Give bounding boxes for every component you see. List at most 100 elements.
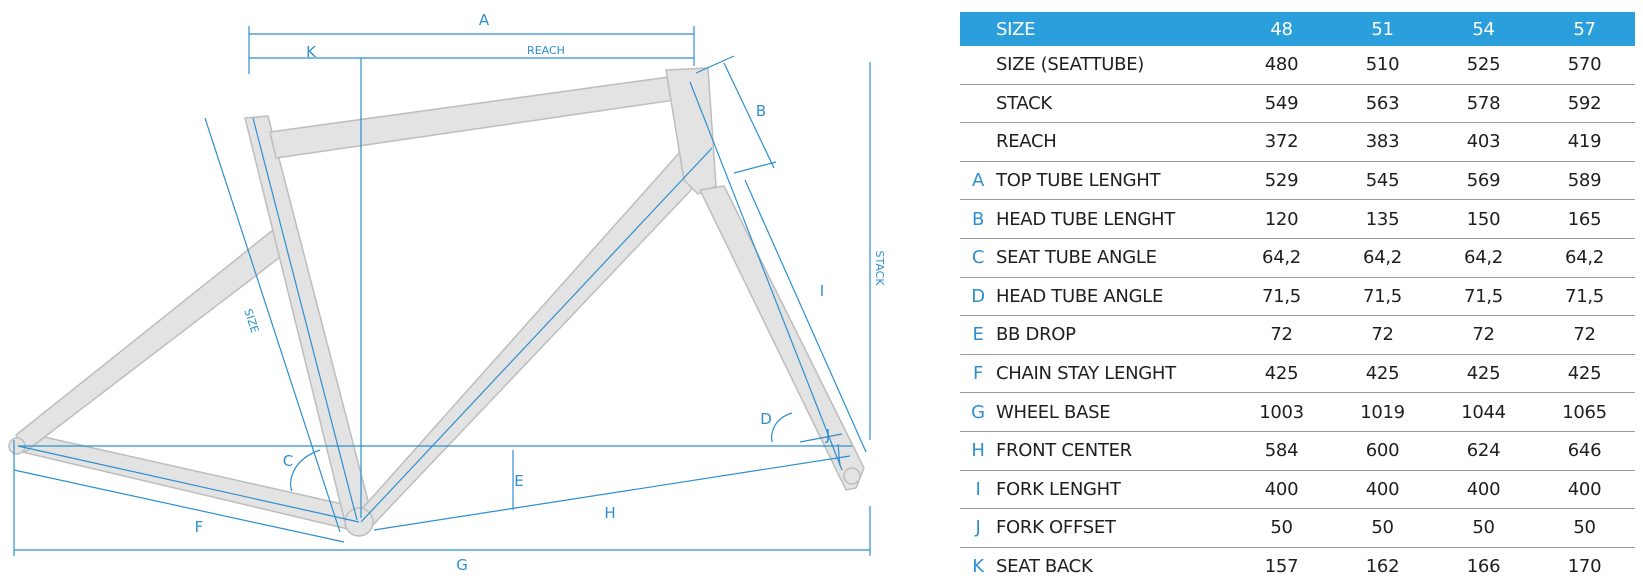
seat-stay xyxy=(15,225,293,453)
row-value-51: 50 xyxy=(1332,508,1433,548)
row-value-48: 157 xyxy=(1264,556,1299,578)
dimension-lines xyxy=(13,26,871,556)
dim-j-tick-b xyxy=(837,443,841,467)
row-letter: K xyxy=(972,556,984,578)
row-name: FRONT CENTER xyxy=(996,431,1231,471)
row-value-51: 563 xyxy=(1332,84,1433,124)
row-letter xyxy=(960,84,996,124)
row-value-57: 425 xyxy=(1534,354,1635,394)
header-size-54: 54 xyxy=(1433,12,1534,46)
row-value-51: 600 xyxy=(1332,431,1433,471)
row-value-48: 71,5 xyxy=(1231,277,1332,317)
row-value-48: 64,2 xyxy=(1231,238,1332,278)
row-letter xyxy=(960,46,996,85)
header-size-label: SIZE xyxy=(996,12,1231,46)
label-a: A xyxy=(479,11,490,29)
row-value-54: 624 xyxy=(1433,431,1534,471)
row-value-51: 72 xyxy=(1332,315,1433,355)
table-header-row: SIZE 48 51 54 57 xyxy=(960,12,1635,46)
row-letter: A xyxy=(960,161,996,201)
row-name: CHAIN STAY LENGHT xyxy=(996,354,1231,394)
row-value-57: 71,5 xyxy=(1534,277,1635,317)
label-d: D xyxy=(760,410,772,428)
row-name: SEAT TUBE ANGLE xyxy=(996,238,1231,278)
header-size-51: 51 xyxy=(1332,12,1433,46)
row-letter: D xyxy=(960,277,996,317)
row-value-54: 425 xyxy=(1433,354,1534,394)
row-value-51: 1019 xyxy=(1332,392,1433,432)
row-value-57: 592 xyxy=(1534,84,1635,124)
row-value-51: 162 xyxy=(1365,556,1400,578)
label-stack: STACK xyxy=(873,250,886,286)
row-name: FORK LENGHT xyxy=(996,470,1231,510)
row-value-48: 584 xyxy=(1231,431,1332,471)
row-name: FORK OFFSET xyxy=(996,508,1231,548)
row-value-54: 525 xyxy=(1433,46,1534,85)
bike-frame xyxy=(8,67,865,537)
row-value-48: 425 xyxy=(1231,354,1332,394)
dim-down-axis xyxy=(360,147,713,523)
label-j: J xyxy=(825,426,830,444)
row-value-57: 64,2 xyxy=(1534,238,1635,278)
label-e: E xyxy=(514,472,523,490)
dim-size xyxy=(204,117,341,533)
row-value-51: 510 xyxy=(1332,46,1433,85)
row-value-57: 400 xyxy=(1534,470,1635,510)
row-value-51: 135 xyxy=(1332,199,1433,239)
label-reach: REACH xyxy=(527,44,565,57)
dim-head-axis xyxy=(689,81,843,471)
row-value-57: 1065 xyxy=(1534,392,1635,432)
row-value-57: 646 xyxy=(1534,431,1635,471)
label-c: C xyxy=(283,452,293,470)
dim-h-front-center xyxy=(373,455,851,531)
label-f: F xyxy=(195,518,204,536)
row-name: SIZE (SEATTUBE) xyxy=(996,46,1231,85)
dim-c-angle-arc xyxy=(290,449,321,492)
row-letter: C xyxy=(960,238,996,278)
row-value-51: 64,2 xyxy=(1332,238,1433,278)
row-value-54: 64,2 xyxy=(1433,238,1534,278)
row-value-51: 425 xyxy=(1332,354,1433,394)
dim-chainstay-axis xyxy=(17,445,360,523)
row-value-54: 150 xyxy=(1433,199,1534,239)
row-value-51: 400 xyxy=(1332,470,1433,510)
row-value-48: 480 xyxy=(1231,46,1332,85)
row-name: REACH xyxy=(996,122,1231,162)
row-letter: E xyxy=(960,315,996,355)
row-value-48: 1003 xyxy=(1231,392,1332,432)
label-b: B xyxy=(756,102,766,120)
row-value-51: 383 xyxy=(1332,122,1433,162)
down-tube xyxy=(351,133,713,529)
row-value-54: 166 xyxy=(1466,556,1501,578)
header-blank xyxy=(960,12,996,46)
dim-j-tick-a xyxy=(799,433,843,443)
header-size-57: 57 xyxy=(1534,12,1635,46)
row-value-48: 400 xyxy=(1231,470,1332,510)
row-name: STACK xyxy=(996,84,1231,124)
row-letter: B xyxy=(960,199,996,239)
row-value-54: 71,5 xyxy=(1433,277,1534,317)
row-letter: H xyxy=(960,431,996,471)
row-value-54: 1044 xyxy=(1433,392,1534,432)
dim-seat-axis xyxy=(252,117,358,521)
row-value-57: 419 xyxy=(1534,122,1635,162)
dim-b-head-tube xyxy=(723,62,775,169)
dim-f-chain-stay xyxy=(13,469,345,543)
front-dropout xyxy=(843,467,861,485)
row-name: WHEEL BASE xyxy=(996,392,1231,432)
row-value-54: 50 xyxy=(1433,508,1534,548)
header-size-48: 48 xyxy=(1231,12,1332,46)
label-i: I xyxy=(820,282,824,300)
row-value-48: 120 xyxy=(1231,199,1332,239)
row-value-51: 71,5 xyxy=(1332,277,1433,317)
dim-b-tick-top xyxy=(695,55,735,74)
row-name: BB DROP xyxy=(996,315,1231,355)
